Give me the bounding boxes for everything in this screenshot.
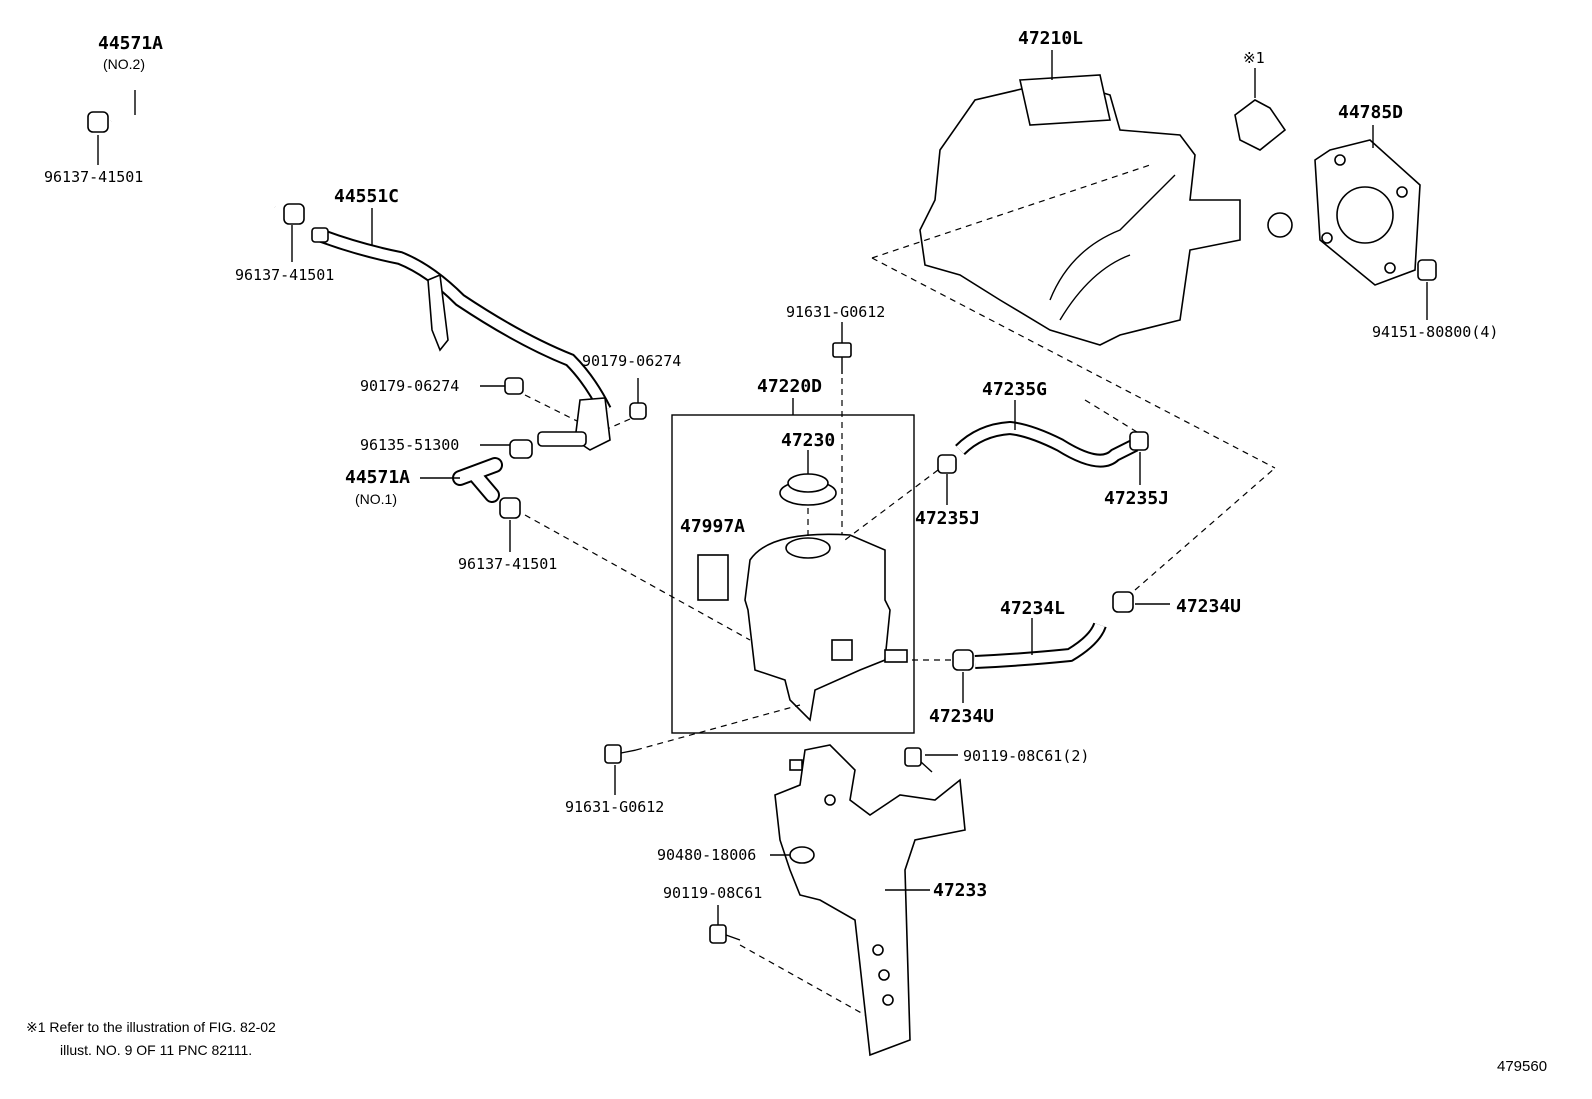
ref-part-1 [1234, 68, 1287, 151]
label-90119-2: 90119-08C61(2) [963, 747, 1090, 765]
label-44551c: 44551C [334, 186, 400, 207]
label-90119: 90119-08C61 [663, 884, 763, 902]
label-47235g: 47235G [982, 379, 1048, 400]
label-47234l: 47234L [1000, 598, 1066, 619]
clip-96137-a [87, 111, 109, 165]
clip-47235j-left [844, 454, 957, 541]
label-96135: 96135-51300 [360, 436, 460, 454]
label-47997a: 47997A [680, 516, 746, 537]
label-47230: 47230 [781, 430, 836, 451]
label-47235j-left: 47235J [915, 508, 981, 529]
hose-47234l [974, 618, 1107, 669]
clip-47234u-left [912, 649, 974, 703]
nut-94151 [1417, 259, 1437, 320]
reservoir-47220d [671, 398, 915, 734]
label-44571a-no1-sub: (NO.1) [355, 491, 397, 507]
hose-44571a-no1 [420, 457, 503, 503]
label-44571a-no1: 44571A [345, 467, 411, 488]
label-47235j-right: 47235J [1104, 488, 1170, 509]
bolt-91631-bottom [604, 704, 801, 795]
label-94151: 94151-80800(4) [1372, 323, 1499, 341]
cap-47230 [779, 450, 837, 540]
bolt-90119 [709, 905, 866, 1016]
bolt-91631-top [832, 322, 852, 540]
hose-44571a-no2 [108, 90, 278, 212]
label-91631-top: 91631-G0612 [786, 303, 886, 321]
hose-44551c [311, 208, 612, 414]
washer-90480 [770, 846, 815, 864]
clip-47235j-right [1129, 431, 1149, 485]
label-44785d: 44785D [1338, 102, 1404, 123]
label-90179-left: 90179-06274 [360, 377, 460, 395]
label-ref-mark: ※1 [1243, 49, 1265, 67]
label-91631-bottom: 91631-G0612 [565, 798, 665, 816]
clip-96137-b [283, 203, 305, 262]
clip-47234u-right [1112, 467, 1276, 613]
label-96137-b: 96137-41501 [235, 266, 335, 284]
label-96137-a: 96137-41501 [44, 168, 144, 186]
label-96137-c: 96137-41501 [458, 555, 558, 573]
label-47210l: 47210L [1018, 28, 1084, 49]
label-47234u-right: 47234U [1176, 596, 1242, 617]
label-90179-right: 90179-06274 [582, 352, 682, 370]
nut-90179-right [604, 378, 647, 431]
label-90480: 90480-18006 [657, 846, 757, 864]
gasket-44785d [1314, 125, 1421, 286]
diagram-number: 479560 [1497, 1058, 1548, 1075]
footnote-line-2: illust. NO. 9 OF 11 PNC 82111. [60, 1042, 253, 1058]
nut-90179-left [480, 377, 586, 426]
clip-96137-c [499, 497, 751, 641]
union-96135 [480, 397, 611, 459]
footnote-line-1: ※1 Refer to the illustration of FIG. 82-… [26, 1019, 276, 1035]
hose-47235g [955, 399, 1151, 468]
bracket-47233 [774, 744, 966, 1057]
bolt-90119-2 [789, 747, 958, 773]
label-47234u-left: 47234U [929, 706, 995, 727]
master-cylinder-47210l [871, 50, 1293, 469]
label-47220d: 47220D [757, 376, 823, 397]
label-47233: 47233 [933, 880, 988, 901]
label-44571a-no2: 44571A [98, 33, 164, 54]
label-44571a-no2-sub: (NO.2) [103, 56, 145, 72]
